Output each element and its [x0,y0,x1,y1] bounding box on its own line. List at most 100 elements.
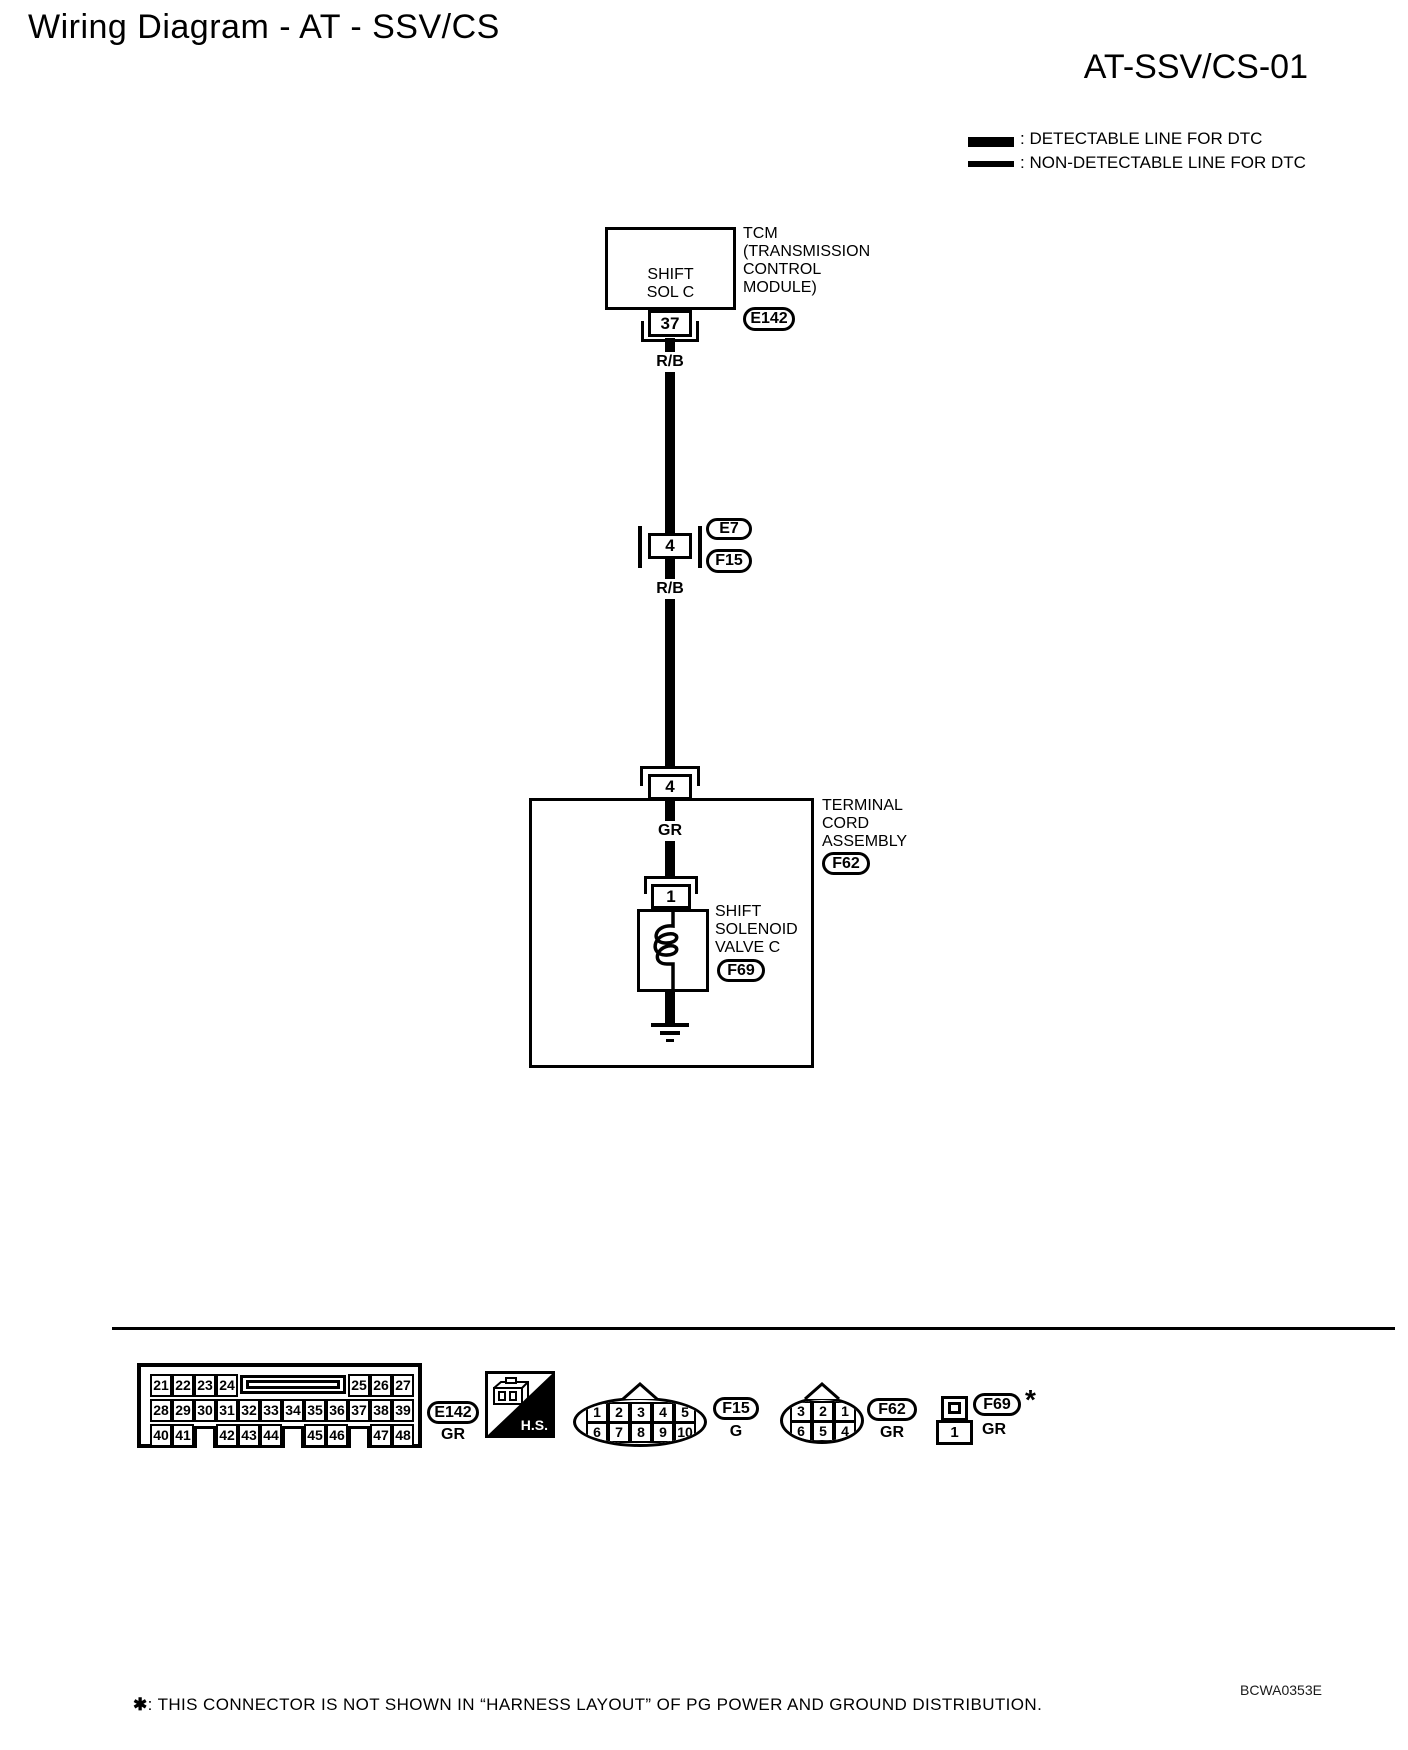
diagram-page-code: AT-SSV/CS-01 [1083,48,1308,86]
pin-cell: 42 [216,1424,238,1447]
pin-cell: 32 [238,1399,260,1422]
tcm-box [605,227,736,310]
harness-connector-icon [493,1377,529,1405]
junction-bracket-left [638,526,642,568]
junction-bracket-right [698,526,702,568]
solenoid-name: SHIFT SOLENOID VALVE C [715,903,798,956]
f62-keying-tab [804,1382,840,1399]
pin-cell: 6 [790,1421,812,1441]
wire-junction-to-terminal [665,556,675,778]
f62-code-label: F62 [867,1398,917,1421]
housing-notch [348,1426,370,1448]
pin-cell: 25 [348,1374,370,1397]
terminal-connector-code: F62 [822,852,870,875]
non-detectable-line-swatch [968,161,1014,167]
e142-connector-face: 21 22 23 24 25 26 27 28 29 30 31 32 33 3… [137,1363,422,1448]
wire-tcm-to-junction [665,338,675,537]
f69-footnote-mark: * [1025,1384,1036,1415]
pin-cell: 10 [674,1422,696,1443]
pin-cell: 4 [652,1402,674,1423]
e142-code-label: E142 [427,1401,479,1424]
section-separator [112,1327,1395,1330]
footnote-text: : THIS CONNECTOR IS NOT SHOWN IN “HARNES… [147,1695,1043,1714]
pin-cell: 2 [812,1401,834,1422]
pin-cell: 37 [348,1399,370,1422]
housing-notch [194,1426,216,1448]
non-detectable-line-label: : NON-DETECTABLE LINE FOR DTC [1020,153,1306,172]
pin-cell: 31 [216,1399,238,1422]
pin-cell: 34 [282,1399,304,1422]
pin-cell: 23 [194,1374,216,1397]
pin-cell: 41 [172,1424,194,1447]
junction-pin: 4 [648,533,692,559]
pin-cell: 33 [260,1399,282,1422]
wire-color-lower: GR [654,821,686,841]
keyway-slot-inner [246,1380,340,1389]
tcm-connector-code: E142 [743,307,795,331]
solenoid-box [637,909,709,992]
footnote: ✱: THIS CONNECTOR IS NOT SHOWN IN “HARNE… [133,1695,1042,1715]
pin-cell: 47 [370,1424,392,1447]
pin-cell: 24 [216,1374,238,1397]
pin-cell: 39 [392,1399,414,1422]
pin-cell: 44 [260,1424,282,1447]
solenoid-coil-icon [653,912,679,989]
pin-cell: 46 [326,1424,348,1447]
f15-code-label: F15 [713,1397,759,1420]
pin-cell: 38 [370,1399,392,1422]
wire-color-upper: R/B [652,352,688,372]
pin-cell: 43 [238,1424,260,1447]
pin-cell: 8 [630,1422,652,1443]
detectable-line-label: : DETECTABLE LINE FOR DTC [1020,129,1263,148]
pin-cell: 35 [304,1399,326,1422]
terminal-pin: 4 [648,774,692,800]
f69-connector-face [941,1396,968,1421]
pin-cell: 1 [586,1402,608,1423]
housing-notch [282,1426,304,1448]
pin-cell: 45 [304,1424,326,1447]
footnote-mark: ✱ [133,1695,148,1714]
pin-cell: 3 [790,1401,812,1422]
wire-color-middle: R/B [652,579,688,599]
tcm-internal-label: SHIFT SOL C [646,266,695,301]
pin-cell: 1 [834,1401,856,1422]
pin-cell: 2 [608,1402,630,1423]
pin-cell: 9 [652,1422,674,1443]
pin-cell: 29 [172,1399,194,1422]
figure-code: BCWA0353E [1240,1682,1322,1698]
pin-cell: 4 [834,1421,856,1441]
keyway-slot [240,1375,346,1394]
pin-cell: 36 [326,1399,348,1422]
wire-solenoid-to-ground [665,992,675,1025]
tcm-pin: 37 [648,310,692,337]
pin-cell: 27 [392,1374,414,1397]
detectable-line-swatch [968,137,1014,147]
f69-wire-color: GR [982,1421,1006,1438]
f62-connector-face: 3 2 1 6 5 4 [780,1397,864,1444]
pin-cell: 22 [172,1374,194,1397]
page-title: Wiring Diagram - AT - SSV/CS [28,8,500,46]
pin-cell: 5 [674,1402,696,1423]
f69-cavity [948,1402,961,1414]
terminal-cord-name: TERMINAL CORD ASSEMBLY [822,797,908,850]
pin-cell: 7 [608,1422,630,1443]
pin37-bracket [641,321,699,342]
pin-cell: 5 [812,1421,834,1441]
solenoid-connector-code: F69 [717,959,765,982]
f15-keying-tab [622,1382,658,1399]
pin-cell: 6 [586,1422,608,1443]
f69-code-label: F69 [973,1393,1021,1416]
ground-bar-2 [660,1031,680,1035]
f69-pin-cell: 1 [936,1420,973,1445]
tcm-name: TCM (TRANSMISSION CONTROL MODULE) [743,225,871,296]
pin-cell: 48 [392,1424,414,1447]
ground-bar-3 [666,1039,674,1042]
hs-label: H.S. [520,1417,548,1433]
e142-wire-color: GR [441,1426,465,1443]
wire-terminal-internal [665,798,675,888]
junction-upper-code: E7 [706,518,752,540]
pin-cell: 21 [150,1374,172,1397]
pin-cell: 30 [194,1399,216,1422]
pin-cell: 26 [370,1374,392,1397]
harness-side-badge: H.S. [485,1371,555,1438]
